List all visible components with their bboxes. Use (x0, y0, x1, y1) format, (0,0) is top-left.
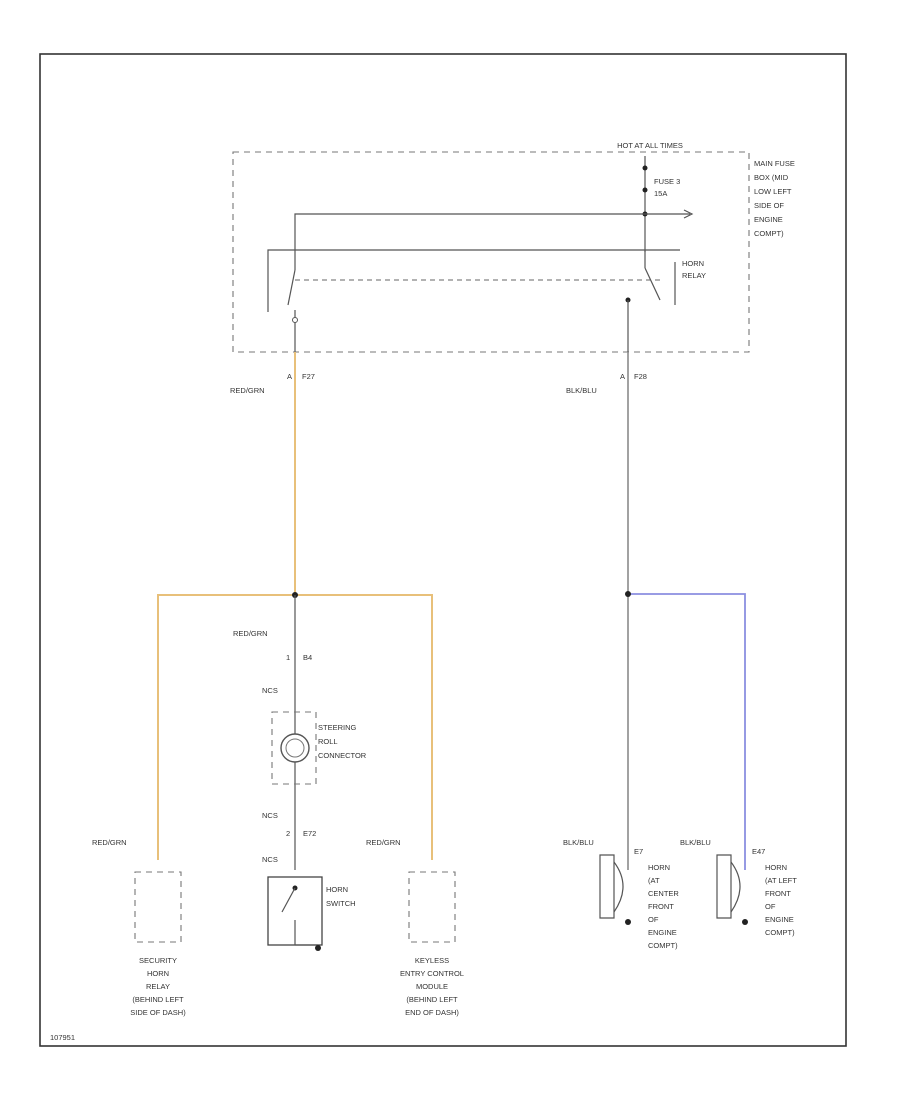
svg-text:(BEHIND LEFT: (BEHIND LEFT (132, 995, 184, 1004)
horn-center-icon (599, 854, 615, 919)
svg-text:HORN: HORN (765, 863, 787, 872)
wire-label-ncs-middle: NCS (262, 811, 278, 820)
diagram-code: 107951 (50, 1033, 75, 1042)
fuse-bus-wire (294, 213, 690, 250)
horn-relay-switch (644, 267, 661, 301)
svg-text:HORN: HORN (648, 863, 670, 872)
bus-arrow (683, 209, 694, 219)
svg-text:END OF DASH): END OF DASH) (405, 1008, 459, 1017)
hot-at-all-times-label: HOT AT ALL TIMES (617, 141, 683, 150)
svg-text:ENTRY CONTROL: ENTRY CONTROL (400, 969, 464, 978)
svg-text:CENTER: CENTER (648, 889, 679, 898)
blk-blu-branch-wire (628, 593, 746, 870)
horn-left-ground-icon (742, 919, 748, 925)
svg-text:LOW LEFT: LOW LEFT (754, 187, 792, 196)
blk-blu-splice (625, 591, 631, 597)
terminal-e72: E72 (303, 829, 316, 838)
terminal-a-right: A (620, 372, 625, 381)
terminal-e7: E7 (634, 847, 643, 856)
svg-text:BOX (MID: BOX (MID (754, 173, 789, 182)
terminal-2-e72: 2 (286, 829, 290, 838)
fuse-box-name-label: MAIN FUSE BOX (MID LOW LEFT SIDE OF ENGI… (754, 159, 795, 238)
terminal-f28: F28 (634, 372, 647, 381)
svg-text:FRONT: FRONT (648, 902, 674, 911)
fuse-top-node (642, 165, 648, 171)
wire-label-blk-blu-top: BLK/BLU (566, 386, 597, 395)
wire-label-ncs-upper: NCS (262, 686, 278, 695)
horn-switch-label-1: HORN (326, 885, 348, 894)
svg-text:ENGINE: ENGINE (754, 215, 783, 224)
relay-coil-bus (267, 249, 680, 312)
horn-switch-contact (281, 887, 296, 913)
svg-text:ENGINE: ENGINE (765, 915, 794, 924)
svg-text:STEERING: STEERING (318, 723, 357, 732)
steering-roll-connector-icon (280, 733, 310, 763)
svg-text:(AT LEFT: (AT LEFT (765, 876, 797, 885)
terminal-1-b4: 1 (286, 653, 290, 662)
svg-text:CONNECTOR: CONNECTOR (318, 751, 367, 760)
svg-text:OF: OF (765, 902, 776, 911)
keyless-module-outline (408, 871, 456, 943)
wire-label-red-grn-security: RED/GRN (92, 838, 127, 847)
horn-switch-label-2: SWITCH (326, 899, 356, 908)
left-relay-contact (287, 269, 296, 306)
terminal-a-left: A (287, 372, 292, 381)
horn-left-icon (716, 854, 732, 919)
svg-text:SIDE OF: SIDE OF (754, 201, 784, 210)
horn-switch-ground-icon (315, 945, 321, 951)
wire-label-ncs-lower: NCS (262, 855, 278, 864)
fuse-box-outline (232, 151, 750, 353)
svg-text:FRONT: FRONT (765, 889, 791, 898)
svg-text:KEYLESS: KEYLESS (415, 956, 449, 965)
wire-label-blk-blu-left: BLK/BLU (680, 838, 711, 847)
terminal-f27: F27 (302, 372, 315, 381)
horn-relay-label-1: HORN (682, 259, 704, 268)
svg-text:MAIN FUSE: MAIN FUSE (754, 159, 795, 168)
horn-left-label: HORN (AT LEFT FRONT OF ENGINE COMPT) (765, 863, 797, 937)
horn-center-ground-icon (625, 919, 631, 925)
diagram-frame (39, 53, 847, 1047)
keyless-module-label: KEYLESS ENTRY CONTROL MODULE (BEHIND LEF… (400, 956, 464, 1017)
security-horn-relay-label: SECURITY HORN RELAY (BEHIND LEFT SIDE OF… (130, 956, 186, 1017)
svg-text:SIDE OF DASH): SIDE OF DASH) (130, 1008, 186, 1017)
svg-text:SECURITY: SECURITY (139, 956, 177, 965)
security-horn-relay-outline (134, 871, 182, 943)
svg-text:HORN: HORN (147, 969, 169, 978)
terminal-e47: E47 (752, 847, 765, 856)
fuse-3-label: FUSE 3 (654, 177, 680, 186)
svg-text:OF: OF (648, 915, 659, 924)
horn-relay-label-2: RELAY (682, 271, 706, 280)
svg-text:COMPT): COMPT) (648, 941, 678, 950)
wire-label-blk-blu-center: BLK/BLU (563, 838, 594, 847)
svg-text:MODULE: MODULE (416, 982, 448, 991)
steering-roll-connector-label: STEERING ROLL CONNECTOR (318, 723, 367, 760)
svg-text:(AT: (AT (648, 876, 660, 885)
wire-label-red-grn-keyless: RED/GRN (366, 838, 401, 847)
fuse-15a-label: 15A (654, 189, 667, 198)
wire-label-red-grn-mid: RED/GRN (233, 629, 268, 638)
svg-text:ROLL: ROLL (318, 737, 338, 746)
svg-text:(BEHIND LEFT: (BEHIND LEFT (406, 995, 458, 1004)
svg-text:RELAY: RELAY (146, 982, 170, 991)
fuse-element-node (642, 187, 648, 193)
steering-roll-connector-outline (271, 711, 317, 785)
terminal-b4: B4 (303, 653, 312, 662)
svg-text:COMPT): COMPT) (765, 928, 795, 937)
horn-center-label: HORN (AT CENTER FRONT OF ENGINE COMPT) (648, 863, 679, 950)
wire-label-red-grn-top: RED/GRN (230, 386, 265, 395)
svg-text:COMPT): COMPT) (754, 229, 784, 238)
svg-text:ENGINE: ENGINE (648, 928, 677, 937)
